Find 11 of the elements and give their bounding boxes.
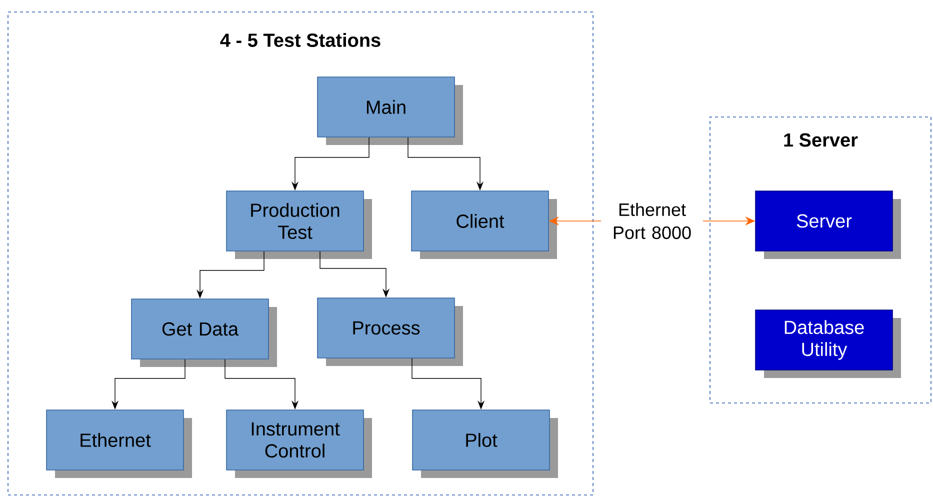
process-box: Client bbox=[411, 190, 557, 259]
edge-label: Ethernet Port 8000 bbox=[614, 202, 691, 240]
process-box: Ethernet bbox=[46, 410, 192, 478]
process-box: Main bbox=[317, 76, 463, 145]
process-box: Server bbox=[755, 190, 901, 259]
process-box: Plot bbox=[412, 410, 558, 478]
process-box: Database Utility bbox=[755, 310, 901, 378]
process-box: Process bbox=[317, 298, 463, 366]
process-box: Instrument Control bbox=[226, 410, 372, 478]
process-box: Production Test bbox=[226, 190, 372, 259]
process-box: Get Data bbox=[131, 298, 277, 367]
